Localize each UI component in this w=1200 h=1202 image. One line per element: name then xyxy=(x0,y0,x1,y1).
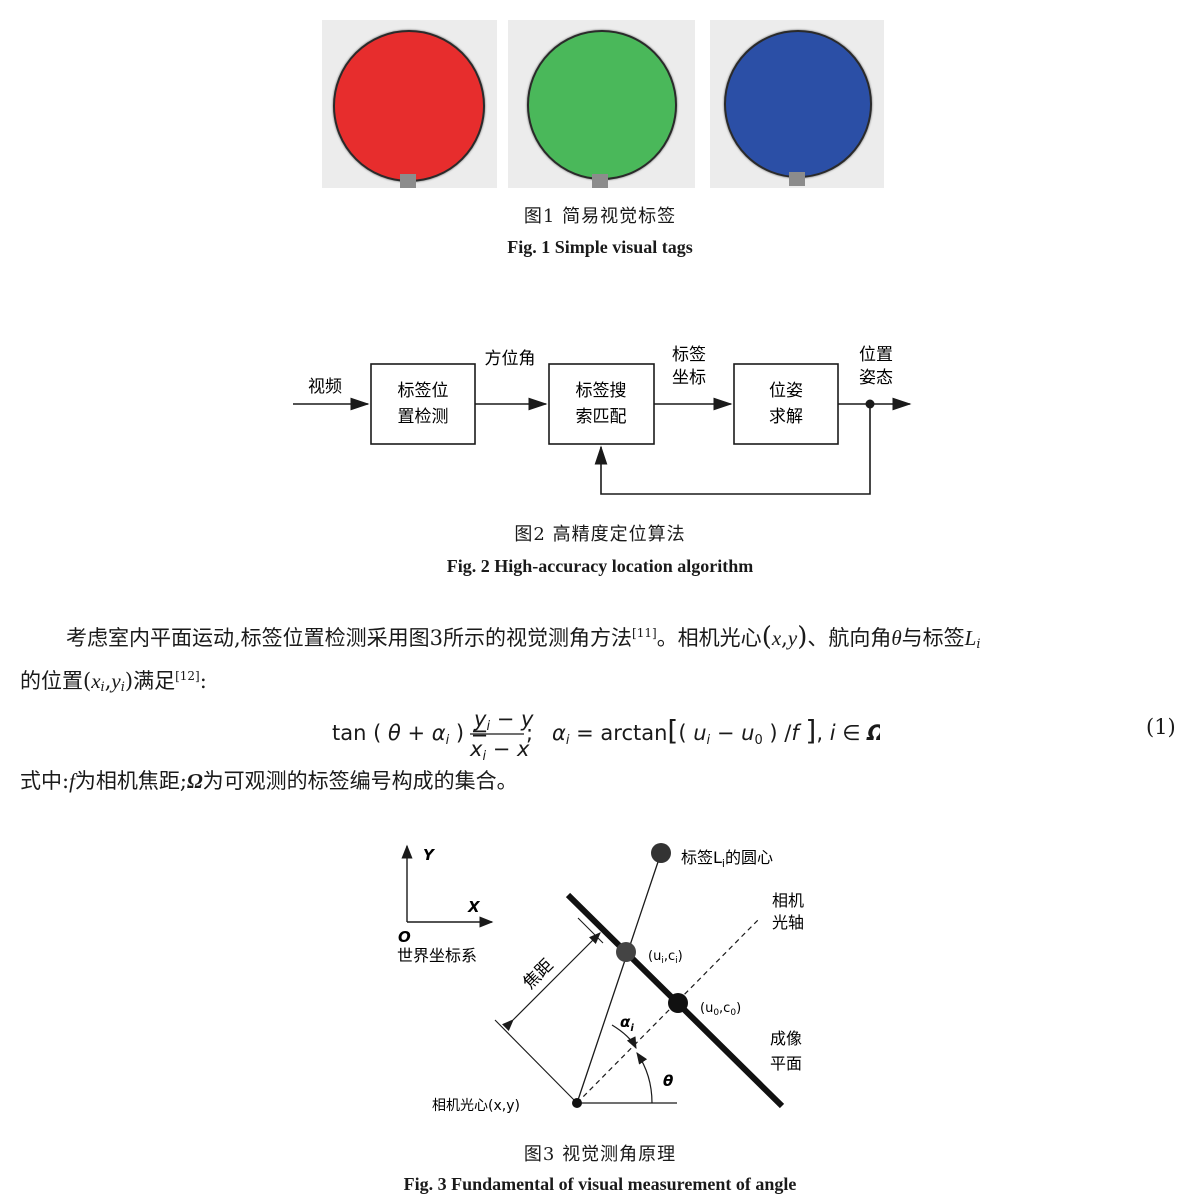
box-tag-matching xyxy=(548,363,655,445)
box1-line2: 置检测 xyxy=(398,407,449,427)
para2-text-a: 的位置 xyxy=(20,669,83,693)
fig3-caption-en: Fig. 3 Fundamental of visual measurement… xyxy=(403,1174,797,1194)
tag-panel-blue xyxy=(710,20,884,188)
para1-text-b: 。相机光心 xyxy=(656,626,762,650)
tag-blue xyxy=(724,30,872,178)
feedback-loop xyxy=(594,404,871,495)
equation-number: (1) xyxy=(1146,715,1176,739)
fig1-caption-en: Fig. 1 Simple visual tags xyxy=(507,237,693,257)
box3-line2: 求解 xyxy=(769,407,803,427)
camera-center-dot xyxy=(572,1098,582,1108)
point-u0-label: (u0,c0) xyxy=(700,1001,741,1018)
theta-label: θ xyxy=(663,1072,673,1090)
para1-text-d: 与标签 xyxy=(901,626,965,650)
label-pose-1: 位置 xyxy=(859,345,893,365)
point-u0-dot xyxy=(668,993,688,1013)
focal-ext-1 xyxy=(494,1019,578,1104)
label-azimuth: 方位角 xyxy=(485,349,536,369)
fig2-caption-en: Fig. 2 High-accuracy location algorithm xyxy=(446,556,754,576)
equation-1: tan ( θ + αi ) = yi − y xi − x ; αi = ar… xyxy=(332,707,880,764)
label-pose-2: 姿态 xyxy=(859,368,893,388)
para2-text-c: : xyxy=(199,669,207,693)
ref-12: [12] xyxy=(175,669,200,683)
point-ui-label: (ui,ci) xyxy=(648,949,683,966)
fig2-caption-zh: 图2 高精度定位算法 xyxy=(514,524,686,545)
paragraph-3: 式中:f为相机焦距;Ω为可观测的标签编号构成的集合。 xyxy=(20,769,518,793)
svg-text:tan ( θ + αi ) =: tan ( θ + αi ) = xyxy=(332,721,488,748)
y-axis-label: Y xyxy=(423,846,436,864)
origin-label: O xyxy=(398,928,411,946)
para3-text-b: 为相机焦距; xyxy=(74,769,187,793)
focal-dimension xyxy=(501,932,601,1032)
fig2-diagram: 视频 标签位 置检测 方位角 标签搜 索匹配 标签 坐标 位姿 求解 位置 姿态 xyxy=(293,345,912,495)
tag-ray xyxy=(576,852,662,1104)
tag-post xyxy=(400,174,416,188)
label-tag-coord-1: 标签 xyxy=(672,345,706,365)
tag-panel-green xyxy=(508,20,695,188)
paragraph-1: 考虑室内平面运动,标签位置检测采用图3所示的视觉测角方法[11]。相机光心(x,… xyxy=(20,616,1190,662)
tag-post xyxy=(592,174,608,188)
para1-text-a: 考虑室内平面运动,标签位置检测采用图3所示的视觉测角方法 xyxy=(66,626,633,650)
tag-post xyxy=(789,172,805,186)
svg-text:αi = arctan[( ui − u0 ) /f ],: αi = arctan[( ui − u0 ) /f ], i ∈ Ω 。 xyxy=(552,714,880,748)
svg-text:yi − y: yi − y xyxy=(473,707,534,734)
svg-text:;: ; xyxy=(526,721,533,745)
optical-axis-label-1: 相机 xyxy=(772,891,804,910)
tag-center-label: 标签Li的圆心 xyxy=(681,848,773,870)
world-frame-label: 世界坐标系 xyxy=(397,946,477,965)
box3-line1: 位姿 xyxy=(769,381,803,401)
ref-11: [11] xyxy=(632,626,657,640)
camera-center-label: 相机光心(x,y) xyxy=(432,1098,520,1114)
point-ui-dot xyxy=(616,942,636,962)
box1-line1: 标签位 xyxy=(398,381,449,401)
tag-red xyxy=(333,30,485,182)
para3-text-c: 为可观测的标签编号构成的集合。 xyxy=(202,769,518,793)
tag-center-dot xyxy=(651,843,671,863)
focal-length-label: 焦距 xyxy=(519,955,557,993)
image-plane-label-1: 成像 xyxy=(770,1029,802,1048)
para2-text-b: 满足 xyxy=(133,669,176,693)
box-tag-detection xyxy=(370,363,476,445)
para3-text-a: 式中: xyxy=(20,769,70,793)
image-plane-label-2: 平面 xyxy=(770,1054,802,1073)
box2-line2: 索匹配 xyxy=(576,407,627,427)
tag-green xyxy=(527,30,677,180)
tag-panel-red xyxy=(322,20,497,188)
label-video: 视频 xyxy=(308,377,342,397)
alpha-arc xyxy=(611,1024,637,1050)
paragraph-2: 的位置(xi,yi)满足[12]: xyxy=(20,669,207,695)
fig3-diagram: Y X O 世界坐标系 焦距 αi θ 标签Li的圆心 相机 光轴 (ui,ci… xyxy=(397,843,804,1114)
optical-axis xyxy=(576,917,761,1104)
svg-text:xi − x: xi − x xyxy=(469,737,530,764)
alpha-label: αi xyxy=(620,1013,634,1034)
box2-line1: 标签搜 xyxy=(576,381,627,401)
label-tag-coord-2: 坐标 xyxy=(672,368,706,388)
fig1-caption-zh: 图1 简易视觉标签 xyxy=(523,206,677,227)
box-pose-solve xyxy=(733,363,839,445)
theta-arc xyxy=(636,1052,653,1104)
para1-text-c: 、航向角 xyxy=(807,626,892,650)
x-axis-label: X xyxy=(467,898,481,916)
fig3-caption-zh: 图3 视觉测角原理 xyxy=(523,1144,677,1165)
optical-axis-label-2: 光轴 xyxy=(772,913,804,932)
